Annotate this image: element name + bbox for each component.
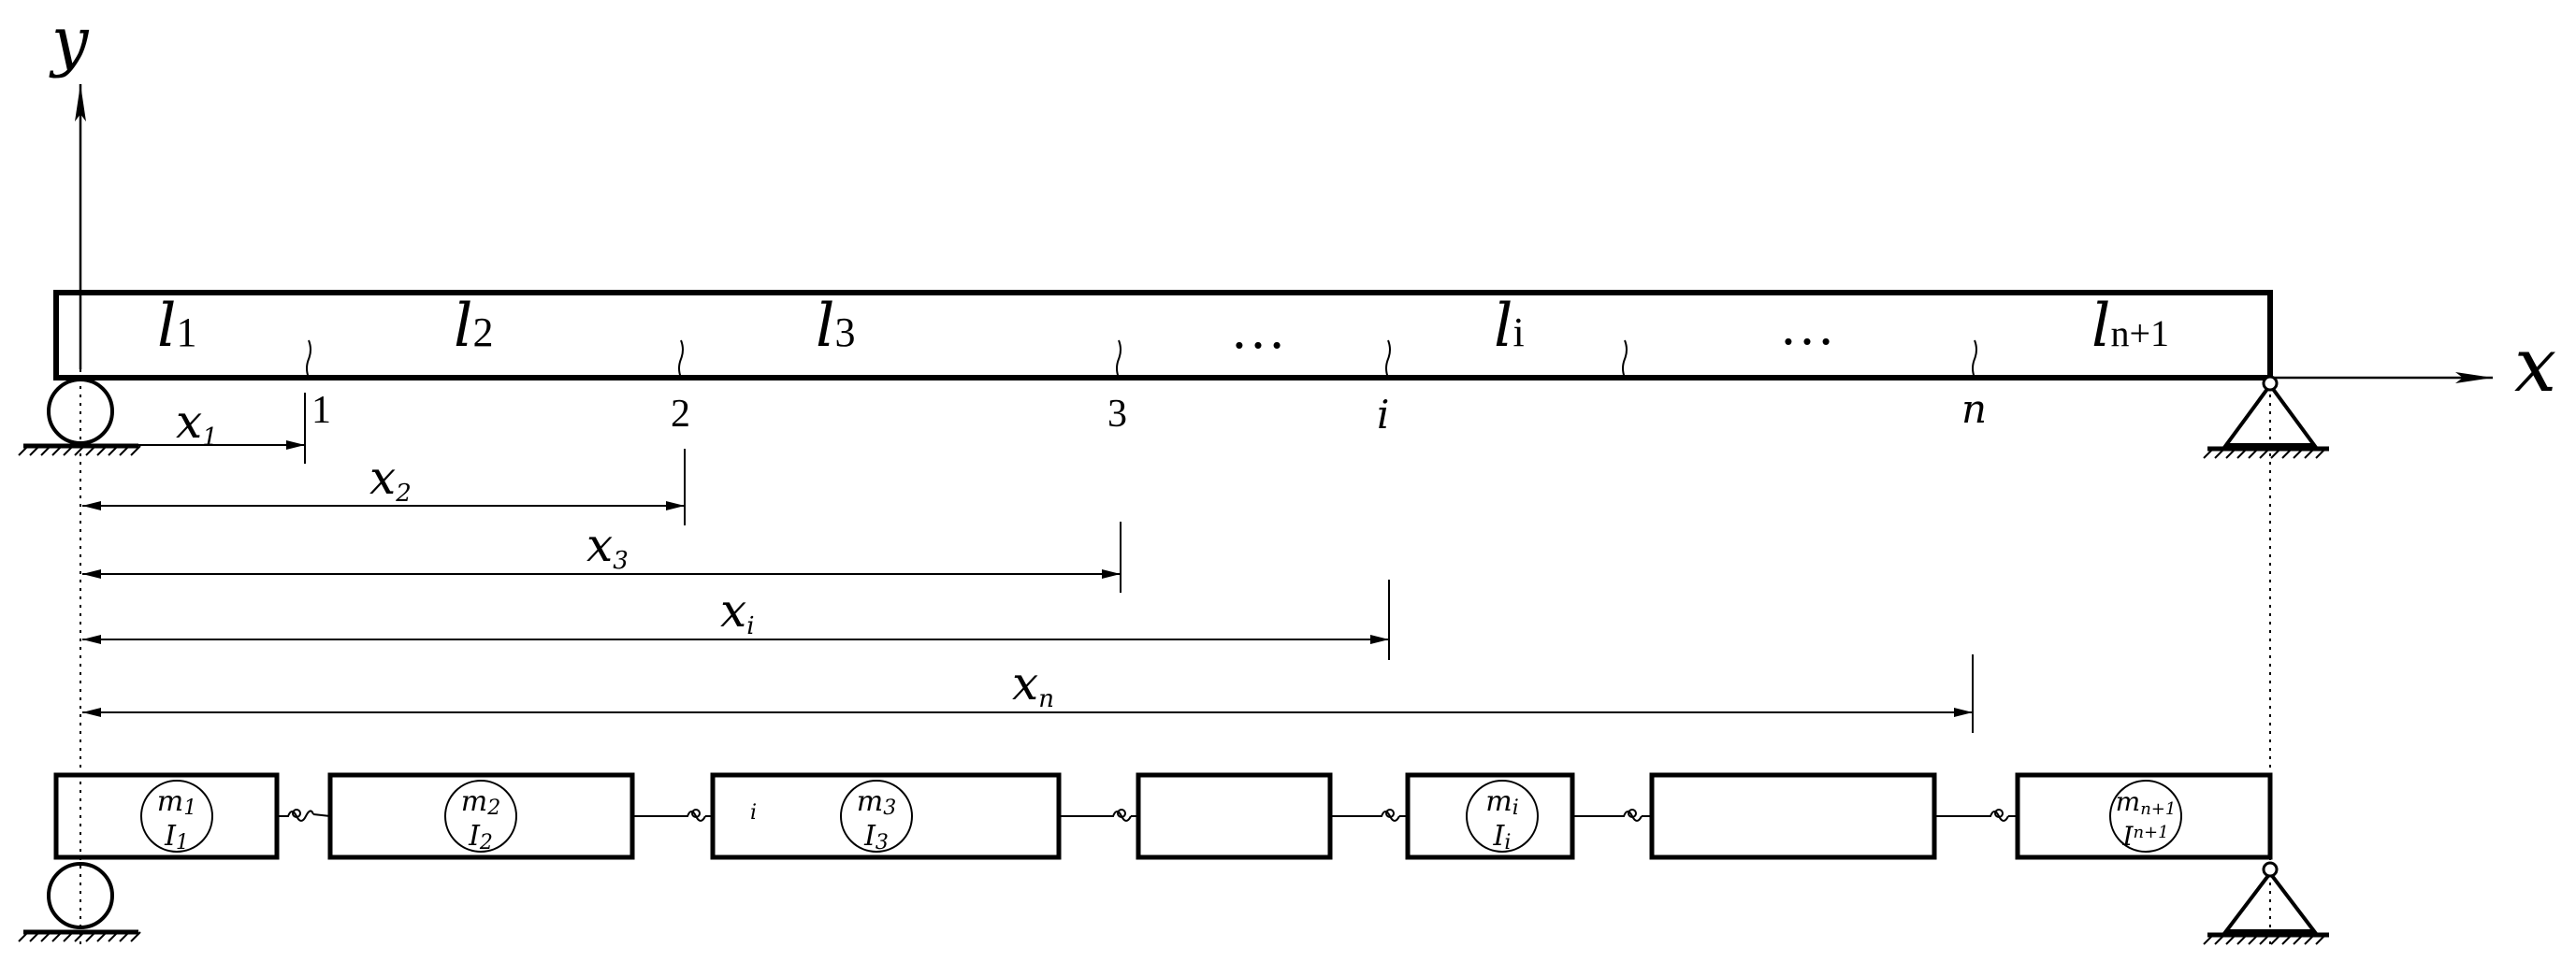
beam: l1 l2 l3 li ln+1 … … [53, 290, 2273, 380]
mass-label-I3: I3 [863, 820, 889, 854]
roller-support-top [18, 378, 141, 456]
mass-label-mn1: mn+1 [2116, 786, 2177, 819]
mass-circles [140, 780, 2182, 853]
dim-label-x3: x3 [586, 518, 629, 575]
node-label-1: 1 [311, 389, 331, 432]
mass-label-I2: I2 [468, 820, 493, 854]
mass-label-m2: m2 [461, 785, 500, 820]
mass-label-I1: I1 [164, 820, 189, 854]
mass-circle-i [1466, 780, 1539, 853]
pin-triangle [2222, 381, 2318, 447]
stray-label: i [750, 801, 757, 825]
node-label-n: n [1961, 386, 1987, 432]
ground-hatch [2203, 448, 2326, 459]
crack-mark-extra [1622, 339, 1628, 379]
segment-label-3: l3 [816, 292, 855, 361]
ground-hatch [18, 931, 141, 942]
segment-label-i: li [1494, 292, 1525, 361]
mass-circle-3 [840, 780, 913, 853]
node-label-3: 3 [1107, 393, 1127, 436]
dim-label-x1: x1 [176, 395, 218, 452]
mass-label-m1: m1 [157, 785, 196, 820]
crack-mark-n [1972, 339, 1977, 379]
crack-mark-3 [1116, 339, 1122, 379]
dimension-labels: x1 x2 x3 xi xn [176, 395, 1054, 713]
y-axis-label: y [49, 3, 90, 79]
segment-label-n-plus-1: ln+1 [2091, 292, 2169, 361]
mass-label-m3: m3 [857, 785, 896, 820]
roller-wheel [47, 378, 114, 445]
ellipsis-2: … [1779, 294, 1835, 356]
mass-label-In1: In+1 [2121, 821, 2168, 852]
spring-icon-5 [1572, 809, 1652, 822]
pin-triangle [2221, 869, 2319, 933]
crack-mark-2 [678, 339, 684, 379]
mass-circle-n-plus-1 [2109, 780, 2182, 853]
dim-label-x2: x2 [369, 451, 412, 508]
crack-mark-i [1385, 339, 1391, 379]
spring-connectors [277, 809, 2018, 822]
mass-block-4 [1136, 772, 1333, 860]
node-label-i: i [1377, 392, 1389, 438]
ellipsis-1: … [1230, 298, 1286, 360]
crack-marks [306, 339, 1977, 379]
pin-support-bottom [2203, 861, 2329, 945]
x-axis: x [2269, 322, 2556, 409]
lumped-mass-model: m1 I1 m2 I2 m3 I3 mi Ii mn+1 In+1 i [53, 772, 2273, 860]
beam-outline [53, 290, 2273, 380]
mass-circle-2 [444, 780, 517, 853]
segment-label-1: l1 [157, 292, 196, 361]
node-labels: 1 2 3 i n [311, 386, 1987, 438]
spring-icon-3 [1059, 809, 1138, 822]
x-axis-label: x [2514, 322, 2556, 409]
segment-label-2: l2 [454, 292, 493, 361]
mass-labels: m1 I1 m2 I2 m3 I3 mi Ii mn+1 In+1 i [157, 785, 2177, 854]
y-axis: y [49, 3, 90, 944]
node-label-2: 2 [671, 393, 690, 436]
spring-icon-6 [1934, 809, 2018, 822]
ground-hatch [18, 445, 141, 456]
spring-icon-1 [277, 809, 331, 822]
spring-icon-4 [1330, 809, 1408, 822]
mass-circle-1 [140, 780, 213, 853]
roller-support-bottom [18, 862, 141, 942]
spring-icon-2 [632, 809, 713, 822]
roller-wheel [47, 862, 114, 929]
crack-mark-1 [306, 339, 311, 379]
mass-label-Ii: Ii [1493, 820, 1512, 854]
mass-label-mi: mi [1485, 785, 1519, 820]
dim-label-xi: xi [720, 583, 755, 640]
pin-hinge [2262, 861, 2279, 878]
pin-hinge [2262, 375, 2279, 392]
mass-block-6 [1649, 772, 1937, 860]
dimension-lines [82, 393, 1974, 733]
ground-hatch [2203, 934, 2326, 945]
dim-label-xn: xn [1012, 656, 1054, 713]
